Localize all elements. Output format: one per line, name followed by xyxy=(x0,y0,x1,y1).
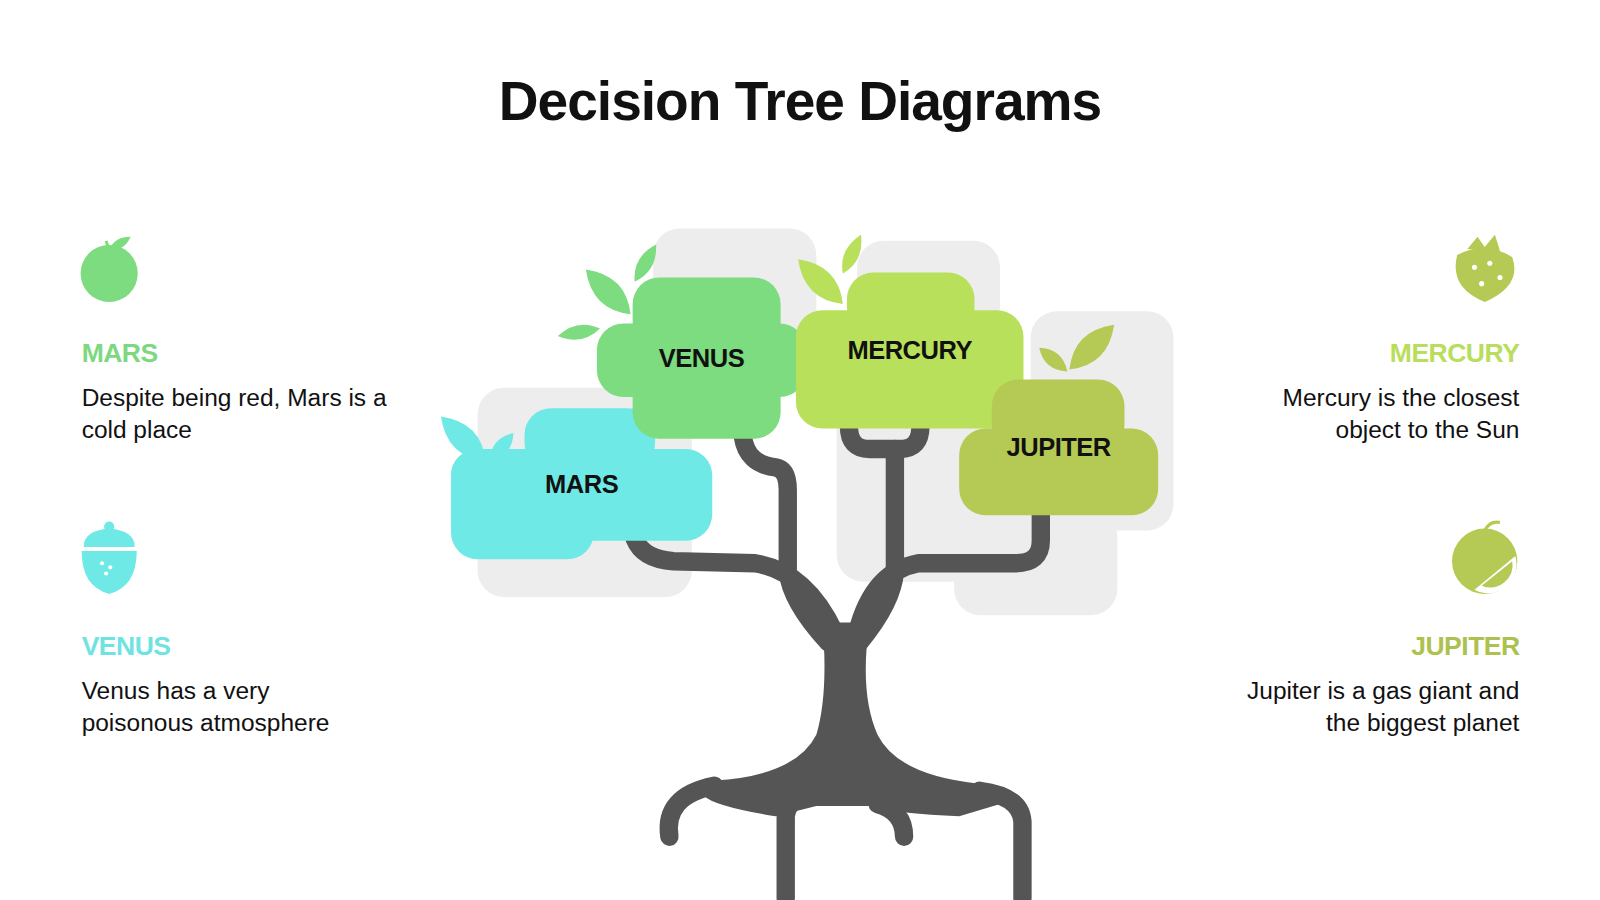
node-label-holder: VENUS xyxy=(597,278,806,439)
tree-cloud-node: VENUS xyxy=(597,278,806,439)
item-heading: JUPITER xyxy=(1411,631,1519,663)
item-description: Despite being red, Mars is a cold place xyxy=(82,382,388,445)
cloud-part xyxy=(597,323,806,396)
node-label: MERCURY xyxy=(847,336,971,366)
node-label-holder: JUPITER xyxy=(959,380,1158,516)
node-label: VENUS xyxy=(659,343,744,373)
fruit-icons xyxy=(81,235,1518,594)
cloud-part xyxy=(959,429,1158,516)
trunk xyxy=(704,622,1010,816)
cloud-part xyxy=(796,310,1024,428)
node-label: JUPITER xyxy=(1007,433,1111,463)
node-label-holder: MERCURY xyxy=(796,272,1024,428)
item-description: Mercury is the closest object to the Sun xyxy=(1213,382,1519,445)
node-label: MARS xyxy=(545,469,618,499)
page-title: Decision Tree Diagrams xyxy=(0,69,1600,132)
cloud-part xyxy=(451,449,594,559)
item-heading: MARS xyxy=(82,338,158,370)
tree-cloud-node: MERCURY xyxy=(796,272,1024,428)
cloud-shadows xyxy=(478,229,1174,616)
item-description: Venus has a very poisonous atmosphere xyxy=(82,674,388,737)
item-heading: MERCURY xyxy=(1390,338,1520,370)
leaves xyxy=(432,232,1122,470)
tree-cloud-node: JUPITER xyxy=(959,380,1158,516)
item-heading: VENUS xyxy=(82,631,171,663)
item-description: Jupiter is a gas giant and the biggest p… xyxy=(1213,674,1519,737)
